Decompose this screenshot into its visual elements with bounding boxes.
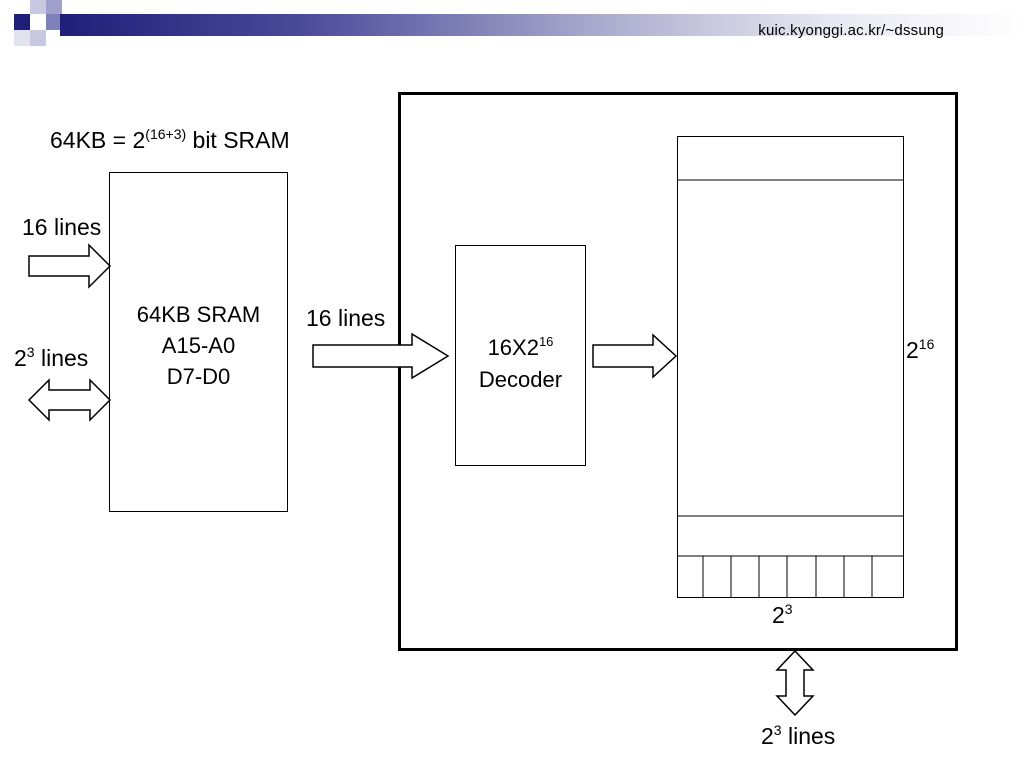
decoder-size-prefix: 16X2 [487,335,539,360]
header-square-dark [14,14,30,30]
address-in-arrow [28,243,112,289]
data-io-bottom-exponent: 3 [773,722,782,738]
title-prefix: 64KB = 2 [50,127,146,153]
address-in-label: 16 lines [22,214,101,241]
header-square-light [30,0,46,14]
data-io-left-arrow [27,378,112,422]
sram-chip-name: 64KB SRAM [136,302,261,327]
header-square-light [30,30,46,46]
header-square-mid [46,0,62,14]
slide-header [0,0,1024,48]
decoder-size: 16X216 [456,326,585,364]
data-io-left-label: 23 lines [14,344,88,372]
header-square-light [14,30,30,46]
title-suffix: bit SRAM [186,127,290,153]
address-in-unit: lines [47,214,102,240]
memory-rows-exponent: 16 [918,336,935,352]
memory-rows-base: 2 [906,337,919,363]
address-to-decoder-unit: lines [331,305,386,331]
decoder-size-exponent: 16 [538,334,554,349]
header-gradient-bar [60,14,1024,36]
sram-chip: 64KB SRAM A15-A0 D7-D0 [109,172,288,512]
decoder-to-memory-arrow [592,333,678,379]
header-square-mid [46,14,62,30]
memory-cols-label: 23 [772,601,793,629]
data-io-bottom-unit: lines [781,723,836,749]
decoder-block: 16X216 Decoder [455,245,586,466]
title-exponent: (16+3) [145,126,187,142]
diagram-title: 64KB = 2(16+3) bit SRAM [50,126,290,154]
sram-address-pins: A15-A0 [161,333,236,358]
sram-data-pins: D7-D0 [166,364,231,389]
memory-cols-base: 2 [772,602,785,628]
address-in-count: 16 [22,214,48,240]
data-io-bottom-label: 23 lines [761,722,835,750]
data-io-left-unit: lines [34,345,89,371]
decoder-name: Decoder [478,367,563,392]
memory-rows-label: 216 [906,336,934,364]
header-url: kuic.kyonggi.ac.kr/~dssung [758,22,944,39]
memory-array [677,136,904,598]
data-io-left-exponent: 3 [26,344,35,360]
address-to-decoder-arrow [312,332,450,380]
memory-cols-exponent: 3 [784,601,793,617]
data-io-bottom-arrow [775,649,815,717]
address-to-decoder-count: 16 [306,305,332,331]
data-io-bottom-base: 2 [761,723,774,749]
address-to-decoder-label: 16 lines [306,305,385,332]
data-io-left-base: 2 [14,345,27,371]
